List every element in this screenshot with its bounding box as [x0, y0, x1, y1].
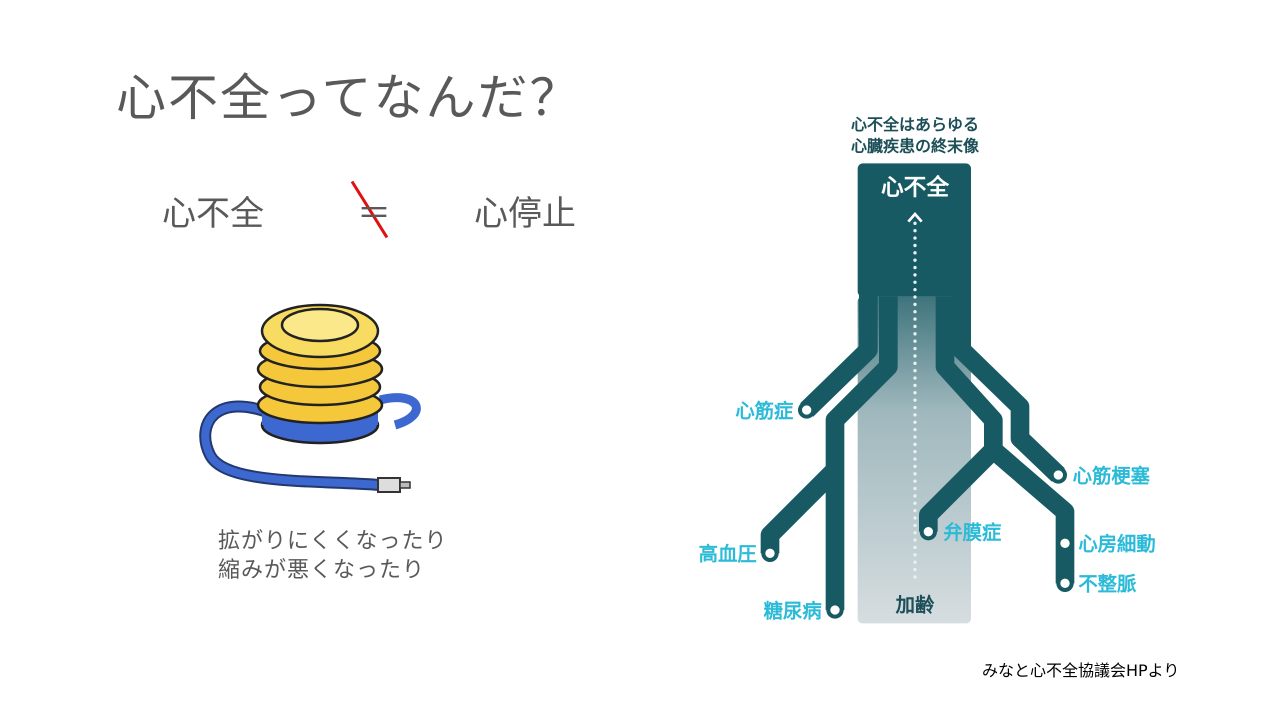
- branch-line: [952, 290, 1065, 482]
- branch-line: [987, 442, 1075, 584]
- disease-label: 糖尿病: [764, 599, 822, 622]
- equation-operator: ＝: [357, 194, 391, 234]
- branch-node: [1049, 466, 1067, 484]
- arrow-up-icon: [907, 211, 923, 223]
- branch-node: [919, 523, 937, 541]
- disease-label: 不整脈: [1078, 573, 1137, 596]
- disease-label: 弁膜症: [943, 521, 1001, 544]
- branch-node: [798, 401, 816, 419]
- top-label: 心不全: [881, 174, 949, 201]
- branch-line: [800, 290, 878, 417]
- disease-label: 心房細動: [1078, 533, 1155, 556]
- branch-line: [760, 463, 842, 554]
- branch-line: [918, 296, 1003, 532]
- caption-line-2: 縮みが悪くなったり: [218, 558, 426, 583]
- disease-label: 心筋梗塞: [1073, 464, 1151, 487]
- branch-node: [1056, 534, 1074, 552]
- branch-node: [826, 601, 844, 619]
- branch-line: [825, 296, 898, 610]
- equation-left: 心不全: [162, 194, 264, 234]
- slide-title: 心不全ってなんだ？: [116, 69, 582, 127]
- branch-node: [761, 544, 779, 562]
- source-credit: みなと心不全協議会HPより: [982, 661, 1180, 680]
- disease-label: 高血圧: [699, 543, 757, 566]
- bottom-label: 加齢: [895, 594, 935, 617]
- heart-failure-diagram: 心不全はあらゆる 心臓疾患の終末像 心不全 加齢 心筋症 高血圧 糖尿病 弁膜症…: [699, 115, 1156, 624]
- branch-node: [1056, 574, 1074, 592]
- disease-label: 心筋症: [735, 399, 793, 422]
- diagram-heading-2: 心臓疾患の終末像: [851, 137, 980, 156]
- caption-line-1: 拡がりにくくなったり: [218, 529, 448, 554]
- foot-pump-illustration: [199, 303, 421, 493]
- equation-right: 心停止: [474, 194, 576, 234]
- diagram-heading-1: 心不全はあらゆる: [851, 115, 979, 134]
